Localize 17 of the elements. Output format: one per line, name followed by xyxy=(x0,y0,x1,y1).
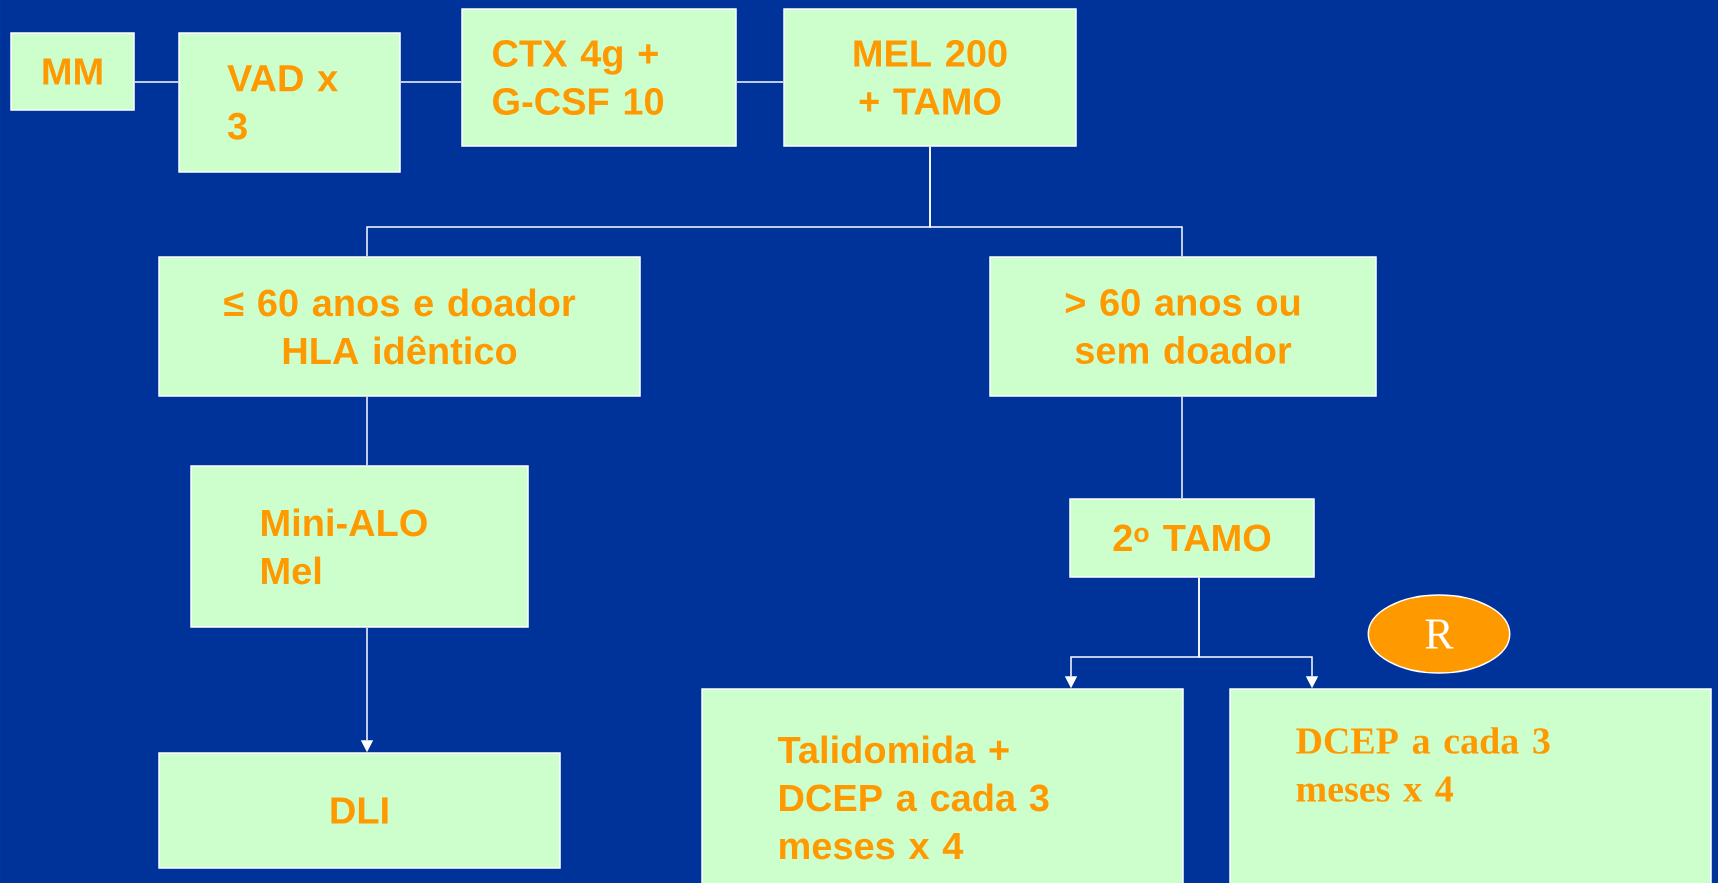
connector xyxy=(134,81,179,83)
process-box: DCEP a cada 3 meses x 4 xyxy=(1229,688,1712,883)
decision-box: ≤ 60 anos e doador HLA idêntico xyxy=(158,256,641,397)
connector xyxy=(400,81,462,83)
process-box: VAD x 3 xyxy=(178,32,401,173)
connector xyxy=(1181,396,1183,499)
decision-box: > 60 anos ou sem doador xyxy=(989,256,1377,397)
process-box: Mini-ALO Mel xyxy=(190,465,529,628)
connector xyxy=(736,81,784,83)
process-box: Talidomida + DCEP a cada 3 meses x 4 xyxy=(701,688,1184,883)
process-box: 2$^{o}$ TAMO xyxy=(1069,498,1315,578)
process-box: CTX 4g + G-CSF 10 xyxy=(461,8,737,147)
process-box: MEL 200 + TAMO xyxy=(783,8,1077,147)
process-box: DLI xyxy=(158,752,561,869)
process-box: MM xyxy=(10,32,135,111)
connector xyxy=(366,396,368,466)
connector xyxy=(929,146,1183,257)
